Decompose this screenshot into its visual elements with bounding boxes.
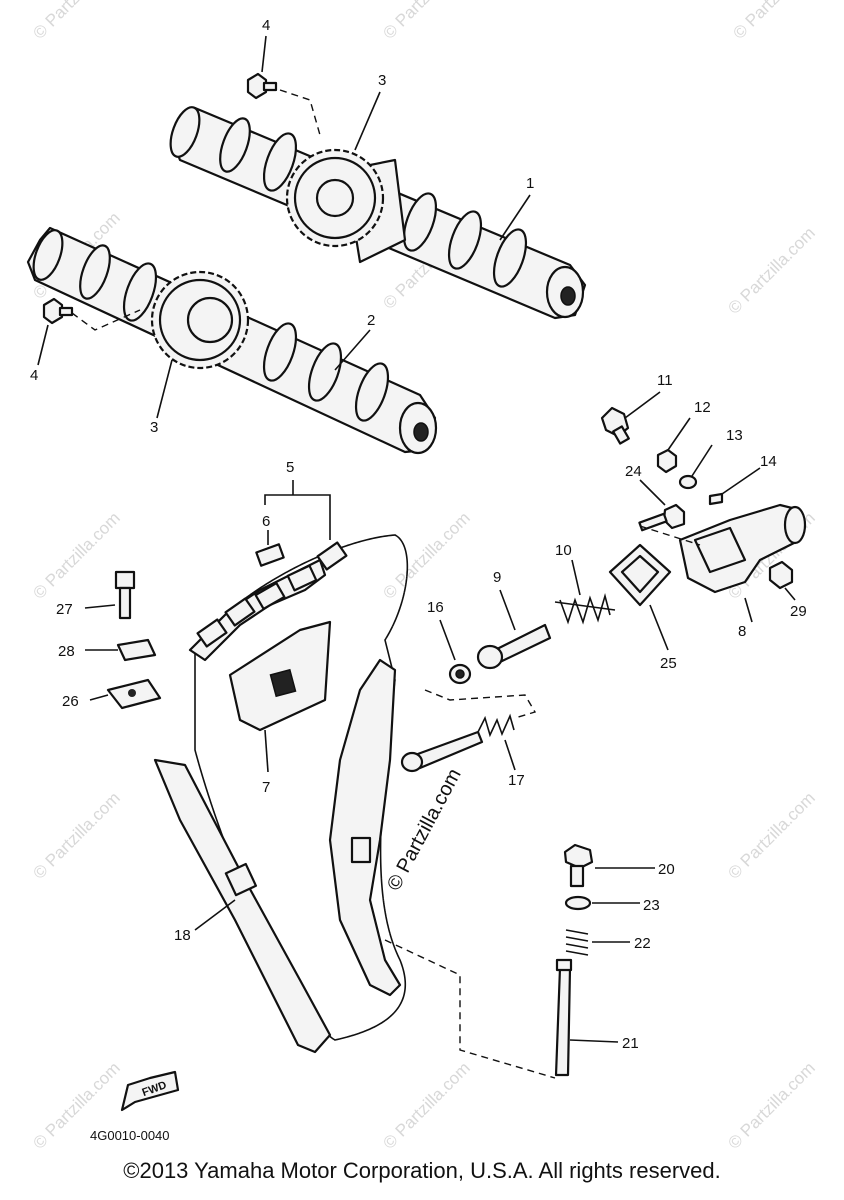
callout-10[interactable]: 10 <box>555 542 572 559</box>
callout-4[interactable]: 4 <box>262 17 270 34</box>
callout-20[interactable]: 20 <box>658 861 675 878</box>
tensioner-plunger[interactable] <box>400 713 515 773</box>
callout-24[interactable]: 24 <box>625 463 642 480</box>
guide-bolt[interactable] <box>114 570 136 620</box>
callout-26[interactable]: 26 <box>62 693 79 710</box>
fwd-arrow-icon: FWD <box>120 1070 180 1112</box>
leader-line <box>744 597 753 623</box>
diagram-code: 4G0010-0040 <box>90 1128 170 1143</box>
callout-27[interactable]: 27 <box>56 601 73 618</box>
callout-13[interactable]: 13 <box>726 427 743 444</box>
tensioner-mount-bolt[interactable] <box>638 503 686 532</box>
leader-line <box>499 589 516 631</box>
callout-4[interactable]: 4 <box>30 367 38 384</box>
leader-line <box>504 739 516 771</box>
center-watermark: © Partzilla.com <box>383 765 466 894</box>
watermark: © Partzilla.com <box>729 0 823 43</box>
tensioner-body[interactable] <box>678 503 807 594</box>
watermark: © Partzilla.com <box>29 508 123 602</box>
callout-17[interactable]: 17 <box>508 772 525 789</box>
leader-line <box>639 479 666 506</box>
leader-line <box>264 729 269 773</box>
leader-line <box>569 1039 619 1043</box>
guide-pin[interactable] <box>554 958 573 1077</box>
callout-21[interactable]: 21 <box>622 1035 639 1052</box>
callout-6[interactable]: 6 <box>262 513 270 530</box>
callout-9[interactable]: 9 <box>493 569 501 586</box>
leader-line <box>264 494 331 540</box>
chain-link[interactable] <box>255 543 285 567</box>
stopper-washer[interactable] <box>564 895 592 911</box>
tensioner-washer[interactable] <box>678 474 698 490</box>
leader-line <box>624 391 661 419</box>
watermark: © Partzilla.com <box>379 508 473 602</box>
leader-line <box>439 619 456 661</box>
callout-14[interactable]: 14 <box>760 453 777 470</box>
leader-dash <box>279 89 321 136</box>
watermark: © Partzilla.com <box>379 0 473 43</box>
watermark: © Partzilla.com <box>724 223 818 317</box>
tensioner-clip[interactable] <box>708 492 724 506</box>
chain-guide-rear[interactable] <box>328 658 402 997</box>
callout-7[interactable]: 7 <box>262 779 270 796</box>
watermark: © Partzilla.com <box>724 1058 818 1152</box>
watermark: © Partzilla.com <box>724 788 818 882</box>
stopper-spring[interactable] <box>565 929 589 956</box>
leader-dash <box>424 689 537 719</box>
watermark: © Partzilla.com <box>29 788 123 882</box>
tensioner-gasket[interactable] <box>608 543 672 607</box>
tensioner-nut-small[interactable] <box>656 448 678 474</box>
callout-labels: 1 2 3 3 4 4 5 6 7 8 9 10 11 12 13 14 16 … <box>30 17 807 1052</box>
leader-line <box>649 604 669 651</box>
leader-line <box>721 467 761 495</box>
tensioner-seal[interactable] <box>448 663 472 685</box>
callout-3[interactable]: 3 <box>150 419 158 436</box>
chain-guide-top[interactable] <box>228 620 332 732</box>
callout-3[interactable]: 3 <box>378 72 386 89</box>
callout-5[interactable]: 5 <box>286 459 294 476</box>
sprocket-bolt-lower[interactable] <box>42 297 74 325</box>
callout-23[interactable]: 23 <box>643 897 660 914</box>
tensioner-rod[interactable] <box>476 623 552 670</box>
callout-12[interactable]: 12 <box>694 399 711 416</box>
guide-plate[interactable] <box>106 678 162 710</box>
callout-25[interactable]: 25 <box>660 655 677 672</box>
leader-dash <box>639 525 701 546</box>
callout-2[interactable]: 2 <box>367 312 375 329</box>
cam-sprocket-lower[interactable] <box>150 270 250 370</box>
leader-line <box>84 604 116 609</box>
tensioner-bolt[interactable] <box>600 406 630 445</box>
callout-1[interactable]: 1 <box>526 175 534 192</box>
cam-sprocket-upper[interactable] <box>285 148 385 248</box>
callout-18[interactable]: 18 <box>174 927 191 944</box>
copyright-notice: ©2013 Yamaha Motor Corporation, U.S.A. A… <box>123 1158 721 1183</box>
chain-guide-front[interactable] <box>153 758 332 1054</box>
leader-line <box>667 417 691 451</box>
leader-line <box>89 694 109 701</box>
lock-washer[interactable] <box>116 638 157 662</box>
leader-line <box>691 444 713 477</box>
callout-29[interactable]: 29 <box>790 603 807 620</box>
leader-dash <box>384 939 556 1079</box>
callout-28[interactable]: 28 <box>58 643 75 660</box>
watermark: © Partzilla.com <box>29 0 123 43</box>
callout-22[interactable]: 22 <box>634 935 651 952</box>
callout-16[interactable]: 16 <box>427 599 444 616</box>
leader-dash <box>71 309 141 331</box>
tensioner-spring[interactable] <box>554 593 616 625</box>
guide-stopper-bolt[interactable] <box>563 843 594 888</box>
sprocket-bolt-upper[interactable] <box>246 72 278 100</box>
leader-line <box>784 587 796 601</box>
watermark: © Partzilla.com <box>379 1058 473 1152</box>
leader-line <box>194 899 236 931</box>
callout-8[interactable]: 8 <box>738 623 746 640</box>
callout-11[interactable]: 11 <box>657 372 673 389</box>
leader-line <box>571 559 581 596</box>
tensioner-nut[interactable] <box>768 560 794 590</box>
